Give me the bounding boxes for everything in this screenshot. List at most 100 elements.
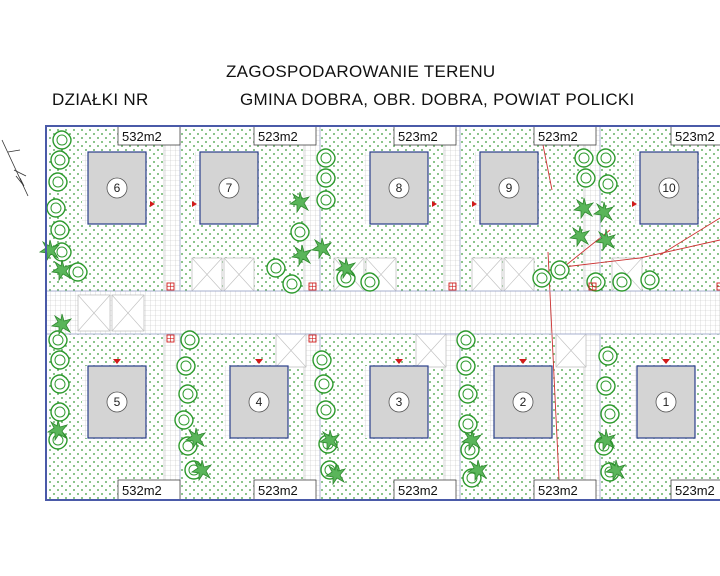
shrub-icon [50,350,70,370]
area-label-lot-10: 523m2 [670,125,720,146]
parking-space [223,257,255,292]
house-lot-8: 8 [364,151,437,225]
lot-number-badge [655,391,677,413]
area-label-lot-9: 523m2 [533,125,597,146]
site-border [45,125,720,501]
lot-area: 523m2 [258,129,298,144]
location-label: GMINA DOBRA, OBR. DOBRA, POWIAT POLICKI [240,90,635,109]
lot-area: 523m2 [538,483,578,498]
parking-space [191,257,223,292]
shrub-icon [360,272,380,292]
lot-number: 3 [396,395,403,409]
house-lot-3: 3 [364,359,429,439]
shrub-icon [532,268,552,288]
lot-number-badge [498,177,520,199]
shrub-icon [596,148,616,168]
parking-space [275,333,307,368]
lot-number: 10 [662,181,676,195]
area-label-lot-6: 532m2 [117,125,181,146]
shrub-icon [316,148,336,168]
house-lot-5: 5 [82,359,147,439]
utility-box-icon [588,282,597,291]
lot-number: 5 [114,395,121,409]
shrub-icon [48,330,68,350]
shrub-icon [316,400,336,420]
shrub-icon [282,274,302,294]
shrub-icon [266,258,286,278]
house-lot-2: 2 [488,359,553,439]
entrance-marker-icon [519,359,527,364]
utility-box-icon [308,334,317,343]
lot-number-badge [658,177,680,199]
shrub-icon [46,198,66,218]
plot-numbers-label: DZIAŁKI NR [52,90,149,109]
house-lot-7: 7 [192,151,259,225]
lot-area: 532m2 [122,129,162,144]
area-label-lot-1: 523m2 [670,479,720,501]
north-arrow-icon [1,139,29,197]
utility-box-icon [166,334,175,343]
lot-number: 2 [520,395,527,409]
shrub-icon [458,384,478,404]
parking-space [503,257,535,292]
utility-box-icon [448,282,457,291]
shrub-icon [316,190,336,210]
entrance-marker-icon [113,359,121,364]
house-lot-1: 1 [631,359,696,439]
shrub-icon [50,220,70,240]
utility-box-icon [308,282,317,291]
house-lot-10: 10 [632,151,699,225]
shrub-icon [312,350,332,370]
lot-number: 8 [396,181,403,195]
utility-box-icon [166,282,175,291]
footpath [583,333,601,501]
footpath [443,125,461,292]
utility-box-icon [716,282,720,291]
shrub-icon [612,272,632,292]
house-lot-6: 6 [82,151,155,225]
lot-number: 1 [663,395,670,409]
lot-area: 523m2 [538,129,578,144]
entrance-marker-icon [150,201,155,207]
area-label-lot-7: 523m2 [253,125,317,146]
entrance-marker-icon [255,359,263,364]
lot-area: 523m2 [675,129,715,144]
shrub-icon [574,148,594,168]
area-label-lot-4: 523m2 [253,479,317,501]
entrance-marker-icon [395,359,403,364]
house-lot-9: 9 [472,151,539,225]
area-label-lot-2: 523m2 [533,479,597,501]
shrub-icon [68,262,88,282]
lot-number: 4 [256,395,263,409]
plan-title: ZAGOSPODAROWANIE TERENU [226,62,496,81]
shrub-icon [48,172,68,192]
lot-area: 532m2 [122,483,162,498]
parking-space [77,294,111,332]
shrub-icon [598,174,618,194]
shrub-icon [290,222,310,242]
lot-number-badge [106,177,128,199]
shrub-icon [550,260,570,280]
lot-area: 523m2 [675,483,715,498]
footpath [443,333,461,501]
shrub-icon [598,346,618,366]
shrub-icon [176,356,196,376]
parking-space [471,257,503,292]
shrub-icon [600,404,620,424]
shrub-icon [456,330,476,350]
house-footprint [199,151,259,225]
area-label-lot-3: 523m2 [393,479,457,501]
footpath [163,125,181,292]
access-road [45,290,720,335]
lot-number-badge [218,177,240,199]
shrub-icon [316,168,336,188]
parking-space [111,294,145,332]
lot-number-badge [248,391,270,413]
shrub-icon [314,374,334,394]
shrub-icon [178,384,198,404]
lot-number-badge [106,391,128,413]
shrub-icon [174,410,194,430]
shrub-icon [50,374,70,394]
shrub-icon [456,356,476,376]
lot-number-badge [512,391,534,413]
